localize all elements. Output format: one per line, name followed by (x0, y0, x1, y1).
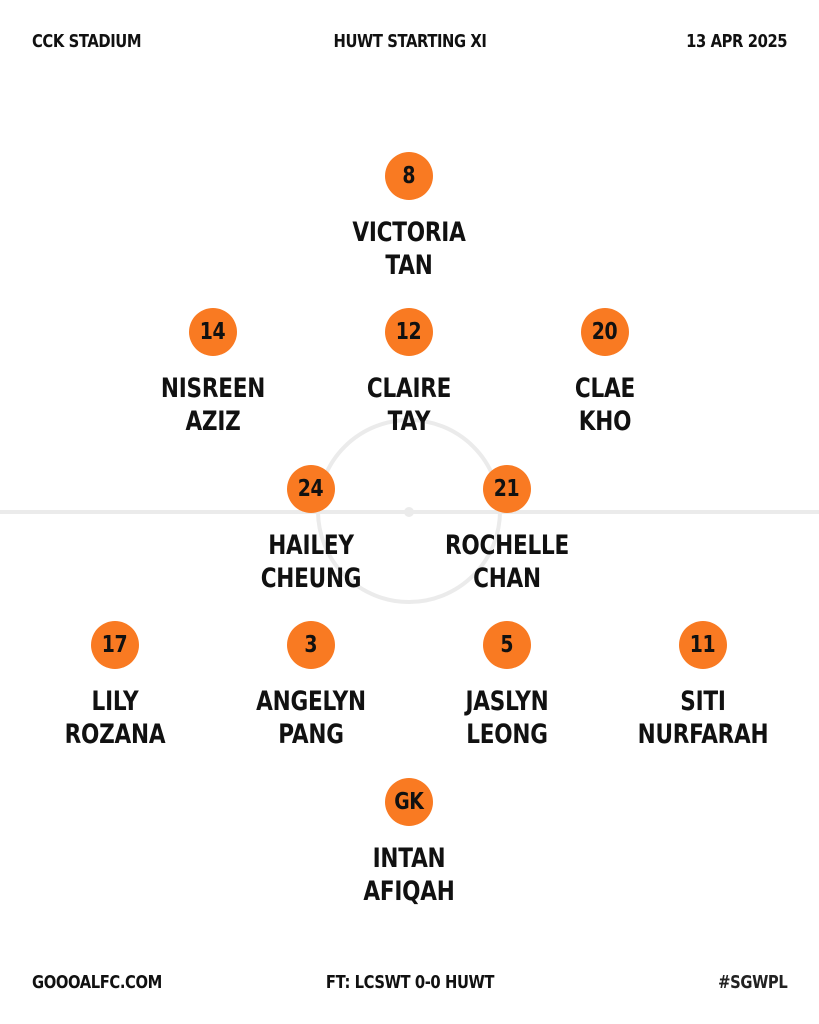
venue-label: CCK STADIUM (32, 31, 142, 52)
player-clae-kho: 20 CLAE KHO (505, 308, 705, 438)
match-date: 13 APR 2025 (685, 31, 787, 52)
player-name: SITI NURFARAH (623, 685, 783, 751)
player-last-name: KHO (578, 406, 632, 437)
player-first-name: ANGELYN (256, 686, 366, 717)
player-angelyn-pang: 3 ANGELYN PANG (211, 621, 411, 751)
player-first-name: SITI (680, 686, 726, 717)
player-siti-nurfarah: 11 SITI NURFARAH (603, 621, 803, 751)
player-first-name: ROCHELLE (444, 530, 570, 561)
player-rochelle-chan: 21 ROCHELLE CHAN (407, 465, 607, 595)
number-badge: 14 (189, 308, 237, 356)
goalkeeper-badge: GK (385, 778, 433, 826)
site-label: GOOOALFC.COM (32, 972, 162, 993)
lineup-title: HUWT STARTING XI (333, 31, 486, 52)
number-badge: 5 (483, 621, 531, 669)
player-name: JASLYN LEONG (427, 685, 587, 751)
match-result: FT: LCSWT 0-0 HUWT (325, 972, 494, 993)
player-first-name: CLAE (574, 373, 636, 404)
center-spot (404, 507, 414, 517)
player-last-name: ROZANA (64, 719, 166, 750)
number-badge: 8 (385, 152, 433, 200)
player-lily-rozana: 17 LILY ROZANA (15, 621, 215, 751)
player-victoria-tan: 8 VICTORIA TAN (309, 152, 509, 282)
player-name: ROCHELLE CHAN (427, 529, 587, 595)
number-badge: 12 (385, 308, 433, 356)
player-last-name: CHEUNG (260, 563, 362, 594)
player-name: CLAE KHO (525, 372, 685, 438)
player-last-name: TAY (387, 406, 431, 437)
player-first-name: JASLYN (465, 686, 549, 717)
player-intan-afiqah: GK INTAN AFIQAH (309, 778, 509, 908)
player-first-name: LILY (91, 686, 139, 717)
player-jaslyn-leong: 5 JASLYN LEONG (407, 621, 607, 751)
player-first-name: CLAIRE (366, 373, 452, 404)
player-name: ANGELYN PANG (231, 685, 391, 751)
player-last-name: AFIQAH (363, 876, 455, 907)
player-nisreen-aziz: 14 NISREEN AZIZ (113, 308, 313, 438)
player-name: CLAIRE TAY (329, 372, 489, 438)
number-badge: 24 (287, 465, 335, 513)
player-name: NISREEN AZIZ (133, 372, 293, 438)
player-name: INTAN AFIQAH (329, 842, 489, 908)
player-first-name: NISREEN (160, 373, 266, 404)
player-first-name: VICTORIA (352, 217, 466, 248)
player-last-name: PANG (278, 719, 344, 750)
number-badge: 21 (483, 465, 531, 513)
player-hailey-cheung: 24 HAILEY CHEUNG (211, 465, 411, 595)
player-name: HAILEY CHEUNG (231, 529, 391, 595)
player-last-name: AZIZ (185, 406, 241, 437)
number-badge: 3 (287, 621, 335, 669)
player-last-name: NURFARAH (637, 719, 769, 750)
player-claire-tay: 12 CLAIRE TAY (309, 308, 509, 438)
player-last-name: TAN (385, 250, 433, 281)
hashtag-label: #SGWPL (717, 972, 788, 993)
number-badge: 11 (679, 621, 727, 669)
player-last-name: CHAN (473, 563, 541, 594)
player-first-name: HAILEY (268, 530, 354, 561)
player-last-name: LEONG (466, 719, 548, 750)
number-badge: 17 (91, 621, 139, 669)
player-first-name: INTAN (372, 843, 446, 874)
player-name: LILY ROZANA (35, 685, 195, 751)
player-name: VICTORIA TAN (329, 216, 489, 282)
number-badge: 20 (581, 308, 629, 356)
